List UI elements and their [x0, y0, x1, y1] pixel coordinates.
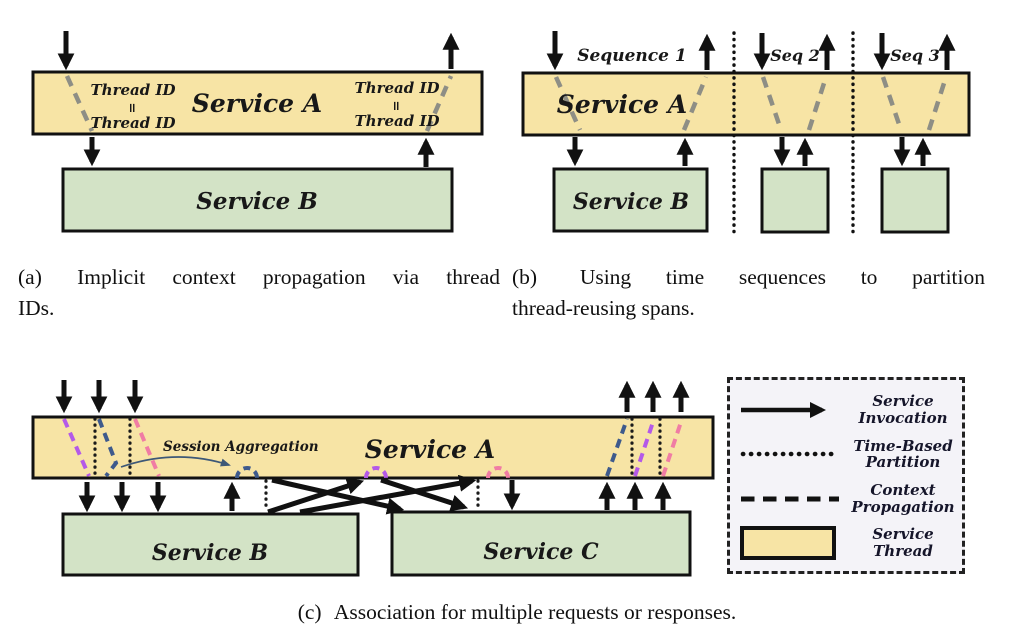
- service-a-label: Service A: [192, 89, 322, 118]
- legend-item-service-invocation: Service Invocation: [738, 388, 956, 432]
- context-dash-left: [64, 75, 95, 132]
- time-based-partition-lines: [732, 31, 855, 235]
- invocation-arrows: [55, 380, 690, 515]
- context-pink-in: [133, 418, 161, 477]
- caption-b-line1: (b) Using time sequences to partition: [512, 262, 985, 293]
- seq2-label: Seq 2: [770, 46, 820, 65]
- thread-id-top: Thread ID: [91, 81, 176, 99]
- caption-c: (c) Association for multiple requests or…: [0, 597, 1034, 628]
- service-a-label: Service A: [557, 90, 687, 119]
- cross-arrow-a-to-c-2: [380, 477, 469, 512]
- seq1-dash-up: [681, 76, 709, 131]
- seq3-dash-up: [926, 76, 949, 131]
- service-b-box: [61, 512, 360, 577]
- context-propagation-dashed-icon: [738, 488, 850, 510]
- caption-b-tag: (b): [512, 265, 538, 289]
- thread-id-bottom: Thread ID: [91, 114, 176, 132]
- seq2-dash-down: [760, 76, 784, 131]
- service-b-box: [552, 167, 709, 233]
- context-blue-hook: [235, 466, 259, 479]
- thread-id-equality-right: Thread ID = Thread ID: [355, 79, 440, 130]
- context-blue-out: [605, 418, 629, 477]
- cross-arrow-b-to-a: [267, 477, 365, 515]
- service-c-label: Service C: [483, 539, 599, 565]
- legend-item-time-based-partition: Time-Based Partition: [738, 432, 956, 476]
- caption-c-text: Association for multiple requests or res…: [333, 600, 737, 624]
- caption-c-tag: (c): [297, 600, 322, 624]
- legend-item-service-thread: Service Thread: [738, 521, 956, 565]
- service-a-label: Service A: [365, 435, 495, 464]
- cross-arrow-a-to-c-1: [271, 477, 405, 515]
- time-based-partition-lines: [93, 417, 662, 513]
- legend-label: Context Propagation: [851, 480, 955, 516]
- thread-id-equality-left: Thread ID = Thread ID: [91, 81, 176, 132]
- service-b-span3-box: [880, 167, 950, 234]
- thread-id-bottom: Thread ID: [355, 112, 440, 130]
- context-purple-in: [62, 418, 91, 477]
- service-thread-box-icon: [738, 524, 850, 562]
- legend-item-context-propagation: Context Propagation: [738, 477, 956, 521]
- legend-label: Service Thread: [872, 525, 934, 560]
- equals-sign: =: [124, 103, 139, 114]
- service-b-label: Service B: [152, 540, 268, 566]
- context-pink-out: [661, 418, 684, 477]
- time-based-partition-dotted-icon: [738, 443, 850, 465]
- seq3-label: Seq 3: [890, 46, 940, 65]
- thread-id-top: Thread ID: [355, 79, 440, 97]
- context-dash-right: [424, 75, 454, 132]
- service-c-box: [390, 510, 692, 577]
- caption-b-line2: thread-reusing spans.: [512, 295, 695, 320]
- equals-sign: =: [388, 101, 403, 112]
- caption-a: (a) Implicit context propagation via thr…: [18, 262, 500, 323]
- service-b-box: [61, 167, 454, 233]
- caption-b-text: Using time sequences to partition: [579, 265, 986, 289]
- legend-label: Service Invocation: [858, 392, 948, 427]
- context-propagation-dashes: [64, 75, 454, 132]
- panel-c-diagram: Session Aggregation Service A Service B …: [31, 380, 715, 577]
- caption-a-line2: IDs.: [18, 295, 55, 320]
- context-propagation-dashes: [553, 76, 949, 131]
- invocation-arrows: [57, 31, 460, 167]
- context-blue-in: [97, 418, 119, 478]
- session-aggregation-arrow: [120, 456, 231, 468]
- seq3-dash-down: [880, 76, 904, 131]
- service-b-label: Service B: [573, 189, 689, 215]
- context-purple-out: [633, 418, 656, 477]
- caption-b: (b) Using time sequences to partition th…: [512, 262, 985, 323]
- caption-a-text: Implicit context propagation via thread: [77, 265, 500, 289]
- service-a-thread-box: [31, 70, 484, 136]
- service-a-thread-box: [521, 71, 971, 137]
- context-propagation-dashes: [62, 418, 684, 479]
- session-aggregation-label: Session Aggregation: [163, 439, 319, 455]
- seq2-dash-up: [806, 76, 829, 131]
- sequence1-label: Sequence 1: [577, 46, 686, 66]
- legend-box: Service Invocation Time-Based Partition …: [727, 377, 965, 574]
- caption-a-line1: (a) Implicit context propagation via thr…: [18, 262, 500, 293]
- panel-b-diagram: Sequence 1 Seq 2 Seq 3 Service A Service…: [521, 31, 971, 235]
- panel-a-diagram: Service A Service B Thread ID = Thread I…: [31, 31, 484, 233]
- service-invocation-arrow-icon: [738, 399, 850, 421]
- context-pink-hook: [486, 466, 510, 479]
- context-purple-hook: [364, 466, 388, 479]
- invocation-arrows: [546, 31, 956, 167]
- seq1-dash-down: [553, 76, 583, 131]
- legend-label: Time-Based Partition: [853, 436, 953, 472]
- service-b-span2-box: [760, 167, 830, 234]
- service-b-label: Service B: [196, 188, 318, 215]
- caption-a-tag: (a): [18, 265, 42, 289]
- cross-arrow-b-to-a-2: [299, 474, 477, 515]
